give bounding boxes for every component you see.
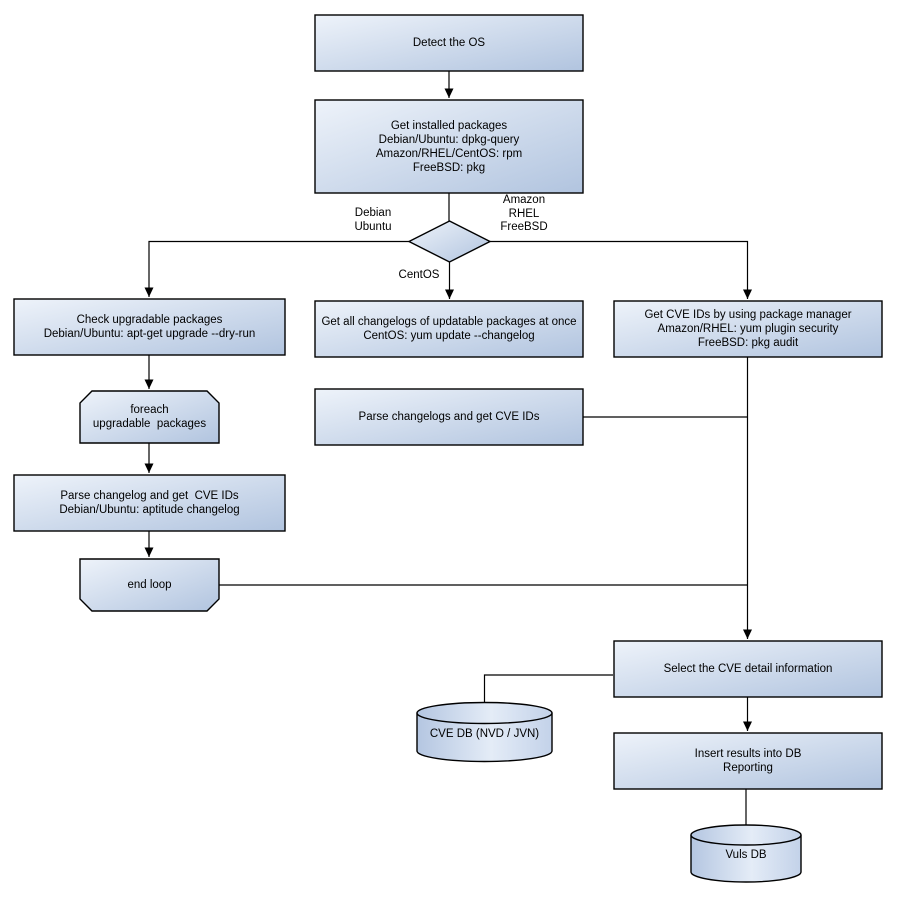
edges-group <box>144 71 752 826</box>
vuls-db-cylinder-body <box>690 835 802 883</box>
end-loop-node <box>79 558 220 612</box>
get-cve-pkg-mgr-node <box>613 300 883 358</box>
select-cve-detail-node <box>613 640 883 698</box>
check-upgradable-node <box>13 298 286 356</box>
edge-decision-to-pkg-mgr <box>490 240 752 299</box>
detect-os-node <box>314 14 584 72</box>
parse-changelogs-node <box>314 388 584 446</box>
get-all-changelogs-node <box>314 300 584 358</box>
foreach-loop-node <box>79 390 220 444</box>
cve-db-cylinder-body <box>416 713 553 763</box>
databases-group <box>416 701 802 883</box>
insert-results-node <box>613 732 883 790</box>
edge-label-debian-ubuntu: Debian Ubuntu <box>354 207 392 233</box>
edge-cvedb-to-select <box>483 674 613 703</box>
edge-label-amazon-rhel-freebsd: Amazon RHEL FreeBSD <box>500 194 548 233</box>
cve-db-cylinder-top <box>416 701 553 725</box>
parse-changelog-deb-node <box>13 474 286 532</box>
edge-decision-to-check-upgradable <box>144 240 409 297</box>
nodes-group <box>13 14 883 790</box>
vuls-db-cylinder-top <box>690 824 802 846</box>
os-decision-diamond <box>407 220 492 263</box>
get-installed-packages-node <box>314 99 584 194</box>
edge-label-centos: CentOS <box>398 269 440 281</box>
